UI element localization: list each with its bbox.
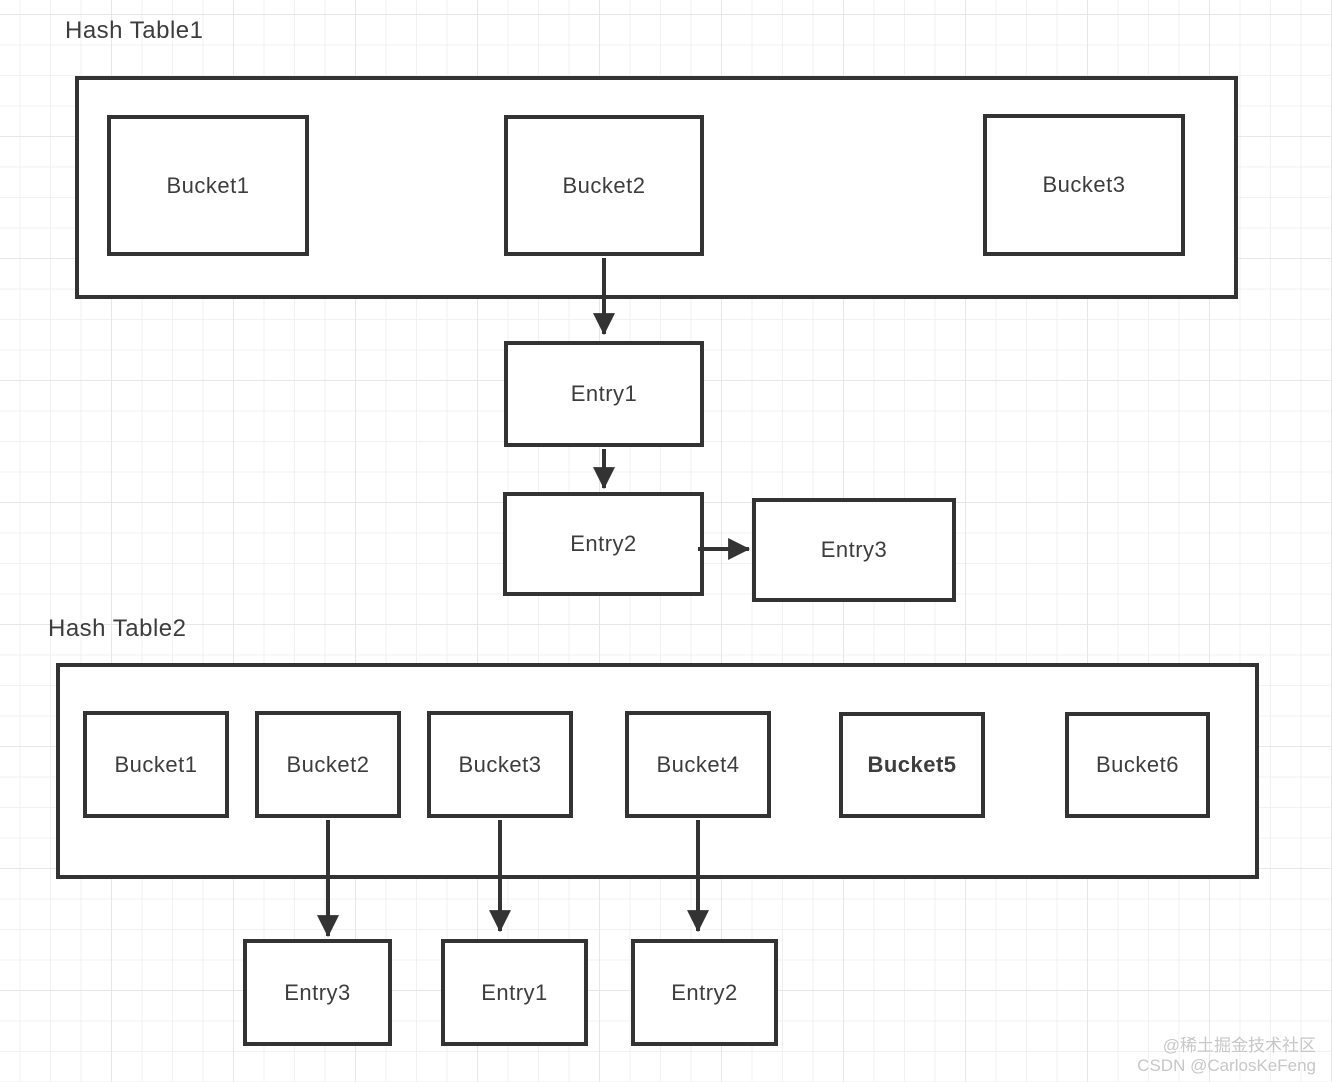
ht2-bucket5-node: Bucket5 (839, 712, 985, 818)
ht2-bucket3-label: Bucket3 (458, 751, 542, 777)
ht2-bucket6-label: Bucket6 (1096, 752, 1179, 777)
bottom-entry2-node: Entry2 (631, 939, 778, 1046)
ht2-bucket4-node: Bucket4 (625, 711, 771, 818)
chain-entry1-node: Entry1 (504, 341, 704, 447)
chain-entry3-label: Entry3 (820, 537, 888, 562)
ht1-bucket2-label: Bucket2 (562, 172, 646, 198)
hash-table2-title: Hash Table2 (48, 615, 187, 642)
hash-table1-title: Hash Table1 (65, 17, 204, 44)
bottom-entry3-node: Entry3 (243, 939, 392, 1046)
bottom-entry1-label: Entry1 (481, 979, 548, 1005)
ht2-bucket2-label: Bucket2 (286, 751, 370, 777)
ht2-bucket1-node: Bucket1 (83, 711, 229, 818)
chain-entry1-label: Entry1 (570, 381, 638, 406)
chain-entry2-label: Entry2 (570, 531, 637, 556)
bottom-entry3-label: Entry3 (284, 979, 351, 1005)
bottom-entry1-node: Entry1 (441, 939, 588, 1046)
watermark: @稀土掘金技术社区 CSDN @CarlosKeFeng (1137, 1036, 1316, 1076)
ht1-bucket3-node: Bucket3 (983, 114, 1185, 256)
ht2-bucket2-node: Bucket2 (255, 711, 401, 818)
ht2-bucket6-node: Bucket6 (1065, 712, 1210, 818)
ht2-bucket3-node: Bucket3 (427, 711, 573, 818)
ht1-bucket1-label: Bucket1 (166, 172, 250, 198)
ht1-bucket2-node: Bucket2 (504, 115, 704, 256)
chain-entry3-node: Entry3 (752, 498, 956, 602)
ht1-bucket3-label: Bucket3 (1042, 172, 1126, 197)
watermark-line2: CSDN @CarlosKeFeng (1137, 1055, 1316, 1075)
ht2-bucket5-label: Bucket5 (867, 752, 957, 777)
ht2-bucket1-label: Bucket1 (114, 751, 198, 777)
watermark-line1: @稀土掘金技术社区 (1162, 1035, 1316, 1055)
ht2-bucket4-label: Bucket4 (656, 751, 740, 777)
chain-entry2-node: Entry2 (503, 492, 704, 596)
bottom-entry2-label: Entry2 (671, 979, 738, 1005)
ht1-bucket1-node: Bucket1 (107, 115, 309, 256)
